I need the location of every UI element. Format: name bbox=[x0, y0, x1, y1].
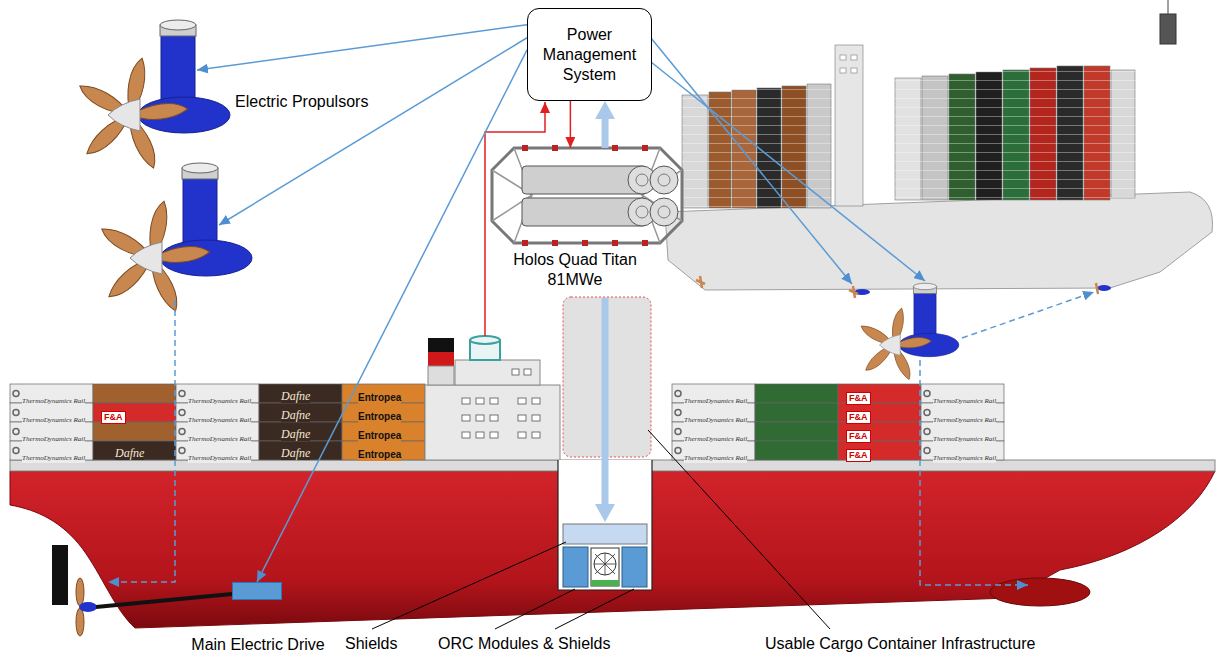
power-connector bbox=[602, 119, 609, 148]
drive-unit: Main Electric Drive bbox=[232, 582, 282, 600]
container-logo: ThermoDynamics Rail bbox=[933, 454, 996, 463]
container-logo: F&A bbox=[846, 430, 871, 443]
control-box: Power Management System bbox=[527, 8, 652, 101]
label-slot: F&A bbox=[101, 406, 126, 424]
label-slot: ThermoDynamics Rail bbox=[22, 389, 85, 407]
node-label: Electric Propulsors bbox=[235, 92, 368, 112]
label-slot: Usable Cargo Container Infrastructure bbox=[765, 634, 1035, 654]
container-logo: ThermoDynamics Rail bbox=[933, 397, 996, 406]
node-label: Holos Quad Titan 81MWe bbox=[500, 250, 650, 290]
label-slot: F&A bbox=[846, 387, 871, 405]
propulsor-group: Electric Propulsors bbox=[75, 28, 375, 320]
leader-line bbox=[372, 430, 830, 629]
container-logo: ThermoDynamics Rail bbox=[684, 397, 747, 406]
stern-propeller bbox=[52, 545, 232, 636]
container-logo: Entropea bbox=[358, 392, 401, 404]
label-slot: Dafne bbox=[281, 443, 310, 461]
container-logo: Dafne bbox=[281, 389, 310, 403]
reactor-illustration bbox=[492, 145, 682, 246]
ship-perspective bbox=[665, 0, 1213, 298]
label-slot: ThermoDynamics Rail bbox=[684, 389, 747, 407]
label-slot: Entropea bbox=[358, 387, 401, 405]
label-slot: ThermoDynamics Rail bbox=[22, 446, 85, 464]
container-logo: ThermoDynamics Rail bbox=[684, 454, 747, 463]
ship-hull bbox=[10, 460, 1215, 628]
label-slot: Entropea bbox=[358, 406, 401, 424]
label-slot: Dafne bbox=[281, 424, 310, 442]
power-connector bbox=[257, 50, 527, 582]
container-logo: F&A bbox=[846, 449, 871, 462]
container-logo: ThermoDynamics Rail bbox=[684, 435, 747, 444]
power-connector bbox=[570, 101, 572, 148]
container-logo: ThermoDynamics Rail bbox=[188, 416, 251, 425]
cargo-bay bbox=[558, 297, 652, 590]
label-slot: ThermoDynamics Rail bbox=[933, 408, 996, 426]
signal-wire bbox=[108, 38, 1094, 585]
container-logo: ThermoDynamics Rail bbox=[684, 416, 747, 425]
connector-layer bbox=[197, 25, 605, 582]
label-slot: Entropea bbox=[358, 444, 401, 462]
label-slot: Dafne bbox=[281, 405, 310, 423]
container-logo: F&A bbox=[846, 392, 871, 405]
label-slot: Dafne bbox=[115, 443, 144, 461]
part-label: Usable Cargo Container Infrastructure bbox=[765, 634, 1035, 654]
label-slot: ThermoDynamics Rail bbox=[22, 427, 85, 445]
container-logo: Dafne bbox=[281, 427, 310, 441]
power-connector bbox=[219, 38, 527, 225]
label-slot: F&A bbox=[846, 425, 871, 443]
container-logo: F&A bbox=[846, 411, 871, 424]
label-slot: ThermoDynamics Rail bbox=[933, 389, 996, 407]
label-slot: ThermoDynamics Rail bbox=[933, 427, 996, 445]
container-logo: ThermoDynamics Rail bbox=[188, 435, 251, 444]
container-logo: ThermoDynamics Rail bbox=[22, 435, 85, 444]
label-slot: ThermoDynamics Rail bbox=[684, 427, 747, 445]
container-logo: ThermoDynamics Rail bbox=[933, 416, 996, 425]
superstructure bbox=[425, 336, 560, 460]
container-logo: ThermoDynamics Rail bbox=[933, 435, 996, 444]
label-slot: F&A bbox=[846, 444, 871, 462]
label-slot: Shields bbox=[345, 634, 397, 654]
container-logo: ThermoDynamics Rail bbox=[22, 397, 85, 406]
label-slot: ThermoDynamics Rail bbox=[684, 408, 747, 426]
label-slot: ThermoDynamics Rail bbox=[188, 427, 251, 445]
label-slot: ThermoDynamics Rail bbox=[22, 408, 85, 426]
container-logo: Entropea bbox=[358, 449, 401, 461]
container-logo: Dafne bbox=[115, 446, 144, 460]
container-logo: ThermoDynamics Rail bbox=[188, 454, 251, 463]
label-slot: F&A bbox=[846, 406, 871, 424]
label-slot: ThermoDynamics Rail bbox=[188, 408, 251, 426]
label-slot: ThermoDynamics Rail bbox=[188, 389, 251, 407]
part-label: ORC Modules & Shields bbox=[438, 634, 611, 654]
label-slot: Entropea bbox=[358, 425, 401, 443]
container-logo: Entropea bbox=[358, 411, 401, 423]
label-slot: ORC Modules & Shields bbox=[438, 634, 611, 654]
node-label: Power Management System bbox=[536, 25, 643, 85]
label-slot: ThermoDynamics Rail bbox=[684, 446, 747, 464]
power-connector bbox=[197, 25, 527, 70]
label-slot: ThermoDynamics Rail bbox=[188, 446, 251, 464]
reactor-module: Holos Quad Titan 81MWe bbox=[492, 148, 682, 243]
part-label: Shields bbox=[345, 634, 397, 654]
container-logo: ThermoDynamics Rail bbox=[188, 397, 251, 406]
container-logo: ThermoDynamics Rail bbox=[22, 454, 85, 463]
label-slot: Dafne bbox=[281, 386, 310, 404]
container-logo: Dafne bbox=[281, 408, 310, 422]
label-slot: ThermoDynamics Rail bbox=[933, 446, 996, 464]
container-logo: Dafne bbox=[281, 446, 310, 460]
container-logo: Entropea bbox=[358, 430, 401, 442]
electric-propulsor bbox=[76, 20, 959, 382]
container-logo: F&A bbox=[101, 411, 126, 424]
node-label: Main Electric Drive bbox=[183, 635, 333, 655]
container-logo: ThermoDynamics Rail bbox=[22, 416, 85, 425]
